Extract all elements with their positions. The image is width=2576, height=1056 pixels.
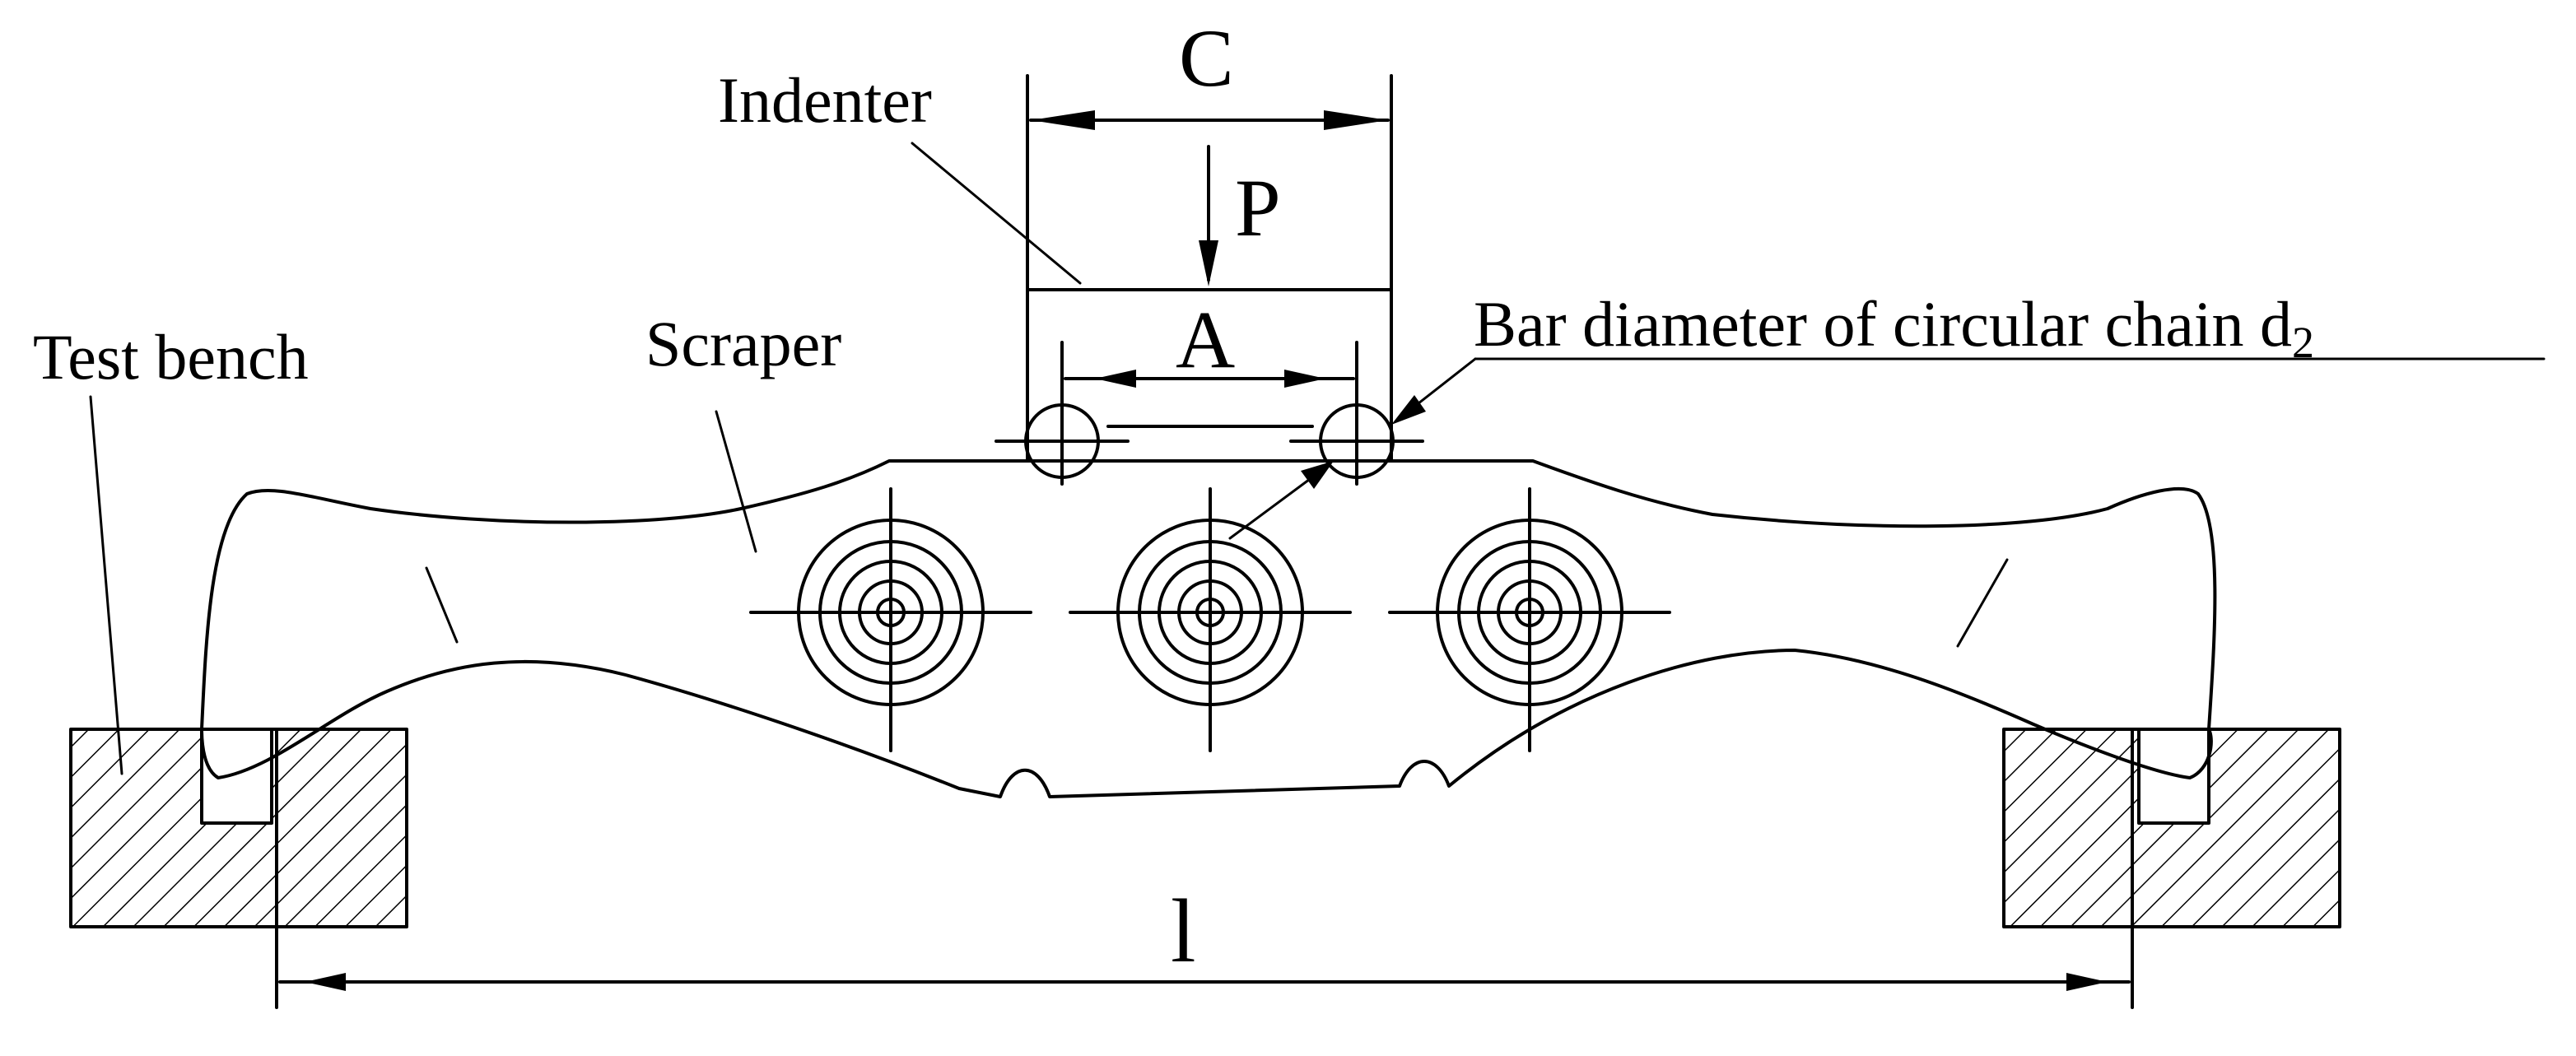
test-bench-label: Test bench (33, 321, 309, 393)
indenter-frame (1026, 74, 1393, 463)
dimension-a-label: A (1176, 294, 1235, 385)
dimension-a-line (1064, 370, 1355, 388)
force-p-arrow (1199, 145, 1218, 286)
dimension-c-label: C (1179, 12, 1234, 104)
bar-diameter-leader (1391, 357, 2546, 425)
test-bench-right (2002, 728, 2341, 928)
bolt-mark-right (1388, 487, 1671, 752)
test-bench-leader (89, 395, 123, 775)
scraper-leader (715, 410, 757, 553)
indenter-leader (911, 142, 1082, 285)
dimension-l-line (275, 728, 2134, 1009)
d2-pointer-arrow (1228, 461, 1334, 540)
dimension-c-line (1029, 110, 1390, 130)
bar-diameter-label: Bar diameter of circular chain d2 (1474, 288, 2314, 367)
scraper-body (200, 459, 2217, 798)
scraper-label: Scraper (645, 308, 841, 379)
chain-bar-left (995, 341, 1130, 486)
test-bench-left (69, 728, 408, 928)
bolt-mark-left (749, 487, 1032, 752)
indenter-label: Indenter (718, 64, 932, 136)
bolt-mark-center (1069, 487, 1352, 752)
bar-diameter-subscript: 2 (2292, 318, 2314, 367)
force-p-label: P (1235, 162, 1281, 254)
chain-bar-right (1289, 341, 1424, 486)
dimension-l-label: l (1171, 881, 1196, 981)
